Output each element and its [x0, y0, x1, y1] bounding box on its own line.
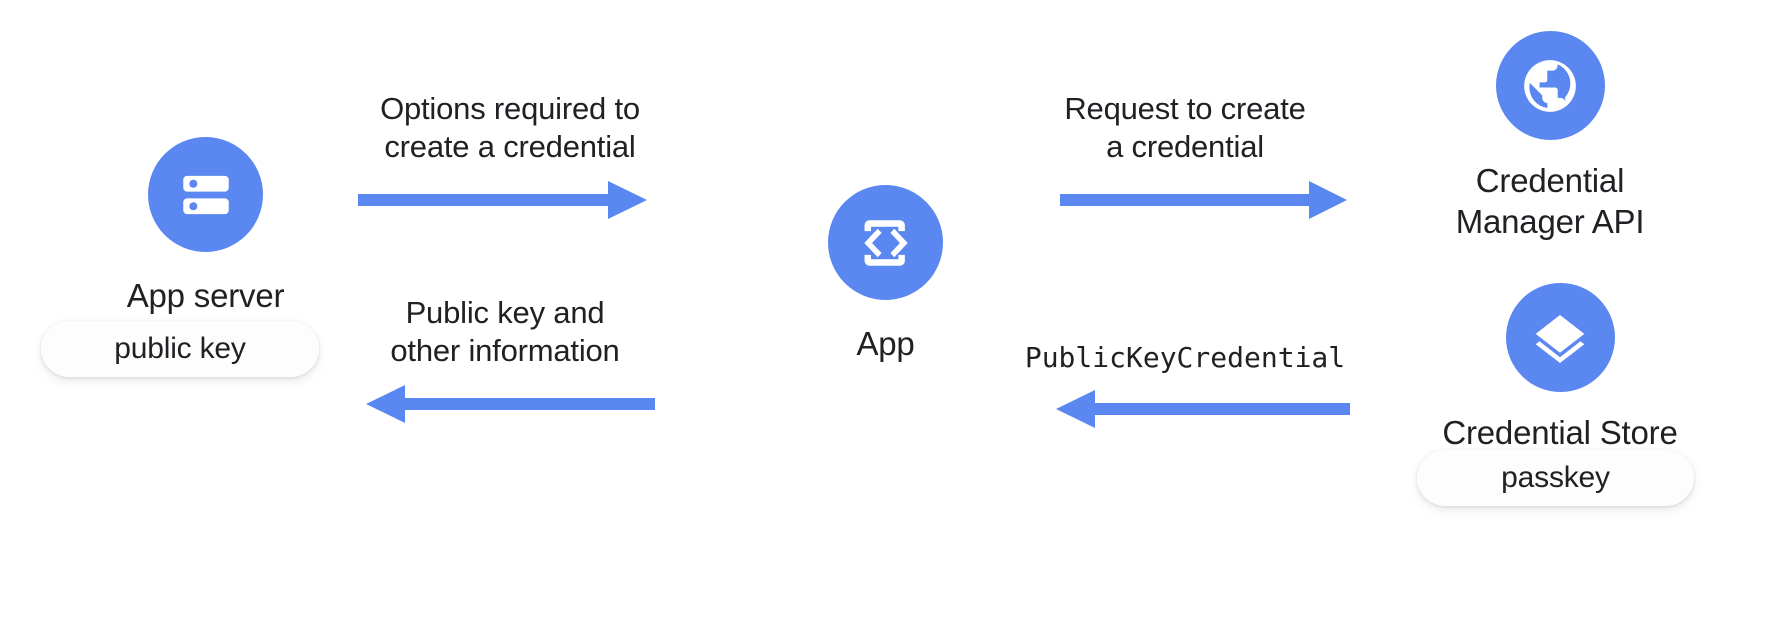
- arrow-request-to-create-caption: Request to create a credential: [1064, 91, 1306, 164]
- node-credential-store: Credential Store: [1410, 283, 1710, 453]
- node-app-server-label: App server: [126, 277, 285, 314]
- node-credential-manager-api: Credential Manager API: [1400, 31, 1700, 242]
- node-app-label: App: [856, 325, 915, 362]
- chip-passkey: passkey: [1417, 450, 1694, 506]
- arrow-publickeycredential: PublicKeyCredential: [1010, 339, 1360, 449]
- arrow-right-glyph: [358, 181, 647, 219]
- arrow-public-key-info-caption: Public key and other information: [390, 295, 620, 368]
- arrow-left-glyph: [366, 385, 655, 423]
- node-app-server: App server: [113, 137, 298, 316]
- globe-icon: [1495, 31, 1605, 140]
- node-app: App: [793, 185, 978, 364]
- server-icon: [148, 137, 263, 252]
- chip-public-key: public key: [41, 321, 319, 377]
- arrow-request-to-create: Request to create a credential: [1010, 90, 1360, 220]
- chip-passkey-label: passkey: [1501, 461, 1610, 494]
- app-code-icon: [828, 185, 943, 300]
- arrow-options-required: Options required to create a credential: [340, 90, 680, 220]
- layers-icon: [1505, 283, 1615, 392]
- arrow-publickeycredential-caption: PublicKeyCredential: [1024, 341, 1346, 374]
- node-credential-store-label: Credential Store: [1442, 414, 1678, 451]
- arrow-public-key-info: Public key and other information: [335, 294, 675, 424]
- arrow-left-glyph: [1056, 390, 1350, 428]
- node-credential-manager-api-label: Credential Manager API: [1455, 162, 1645, 240]
- chip-public-key-label: public key: [114, 332, 246, 365]
- arrow-options-required-caption: Options required to create a credential: [380, 91, 640, 164]
- arrow-right-glyph: [1060, 181, 1347, 219]
